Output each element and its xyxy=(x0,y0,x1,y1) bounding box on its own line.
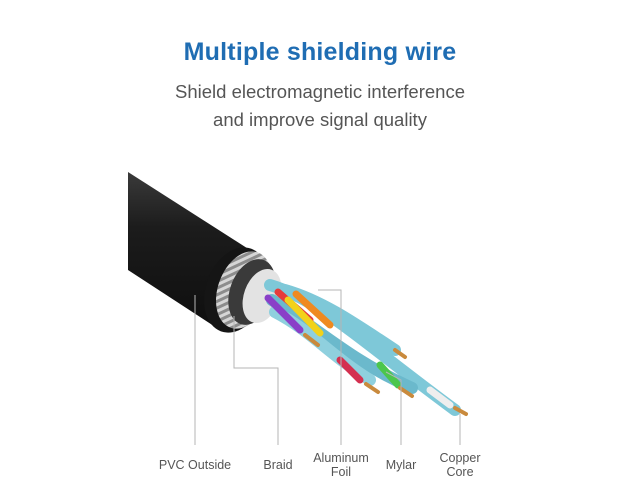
twisted-pairs xyxy=(264,279,468,416)
subtitle-line-1: Shield electromagnetic interference xyxy=(175,81,465,102)
label-aluminum-foil-line1: Aluminum xyxy=(313,451,369,465)
label-pvc-outside: PVC Outside xyxy=(159,458,231,472)
label-mylar: Mylar xyxy=(386,458,417,472)
leader-line-braid xyxy=(233,316,279,445)
label-pvc-outside-line1: PVC Outside xyxy=(158,458,232,472)
page-title: Multiple shielding wire xyxy=(183,38,457,66)
leader-line-mylar xyxy=(385,371,402,445)
label-copper-core-line1: Copper xyxy=(439,451,481,465)
subtitle-line-2: and improve signal quality xyxy=(213,109,427,130)
label-copper-core: Copper Core xyxy=(440,451,481,479)
label-aluminum-foil: Aluminum Foil xyxy=(313,451,369,479)
leader-line-foil xyxy=(318,289,342,445)
leader-lines xyxy=(194,289,461,445)
label-aluminum-foil-line2: Foil xyxy=(330,465,352,479)
subtitle: Shield electromagnetic interference and … xyxy=(0,78,640,134)
label-mylar-line1: Mylar xyxy=(385,458,417,472)
label-braid: Braid xyxy=(263,458,292,472)
label-braid-line1: Braid xyxy=(263,458,293,472)
label-copper-core-line2: Core xyxy=(446,465,474,479)
